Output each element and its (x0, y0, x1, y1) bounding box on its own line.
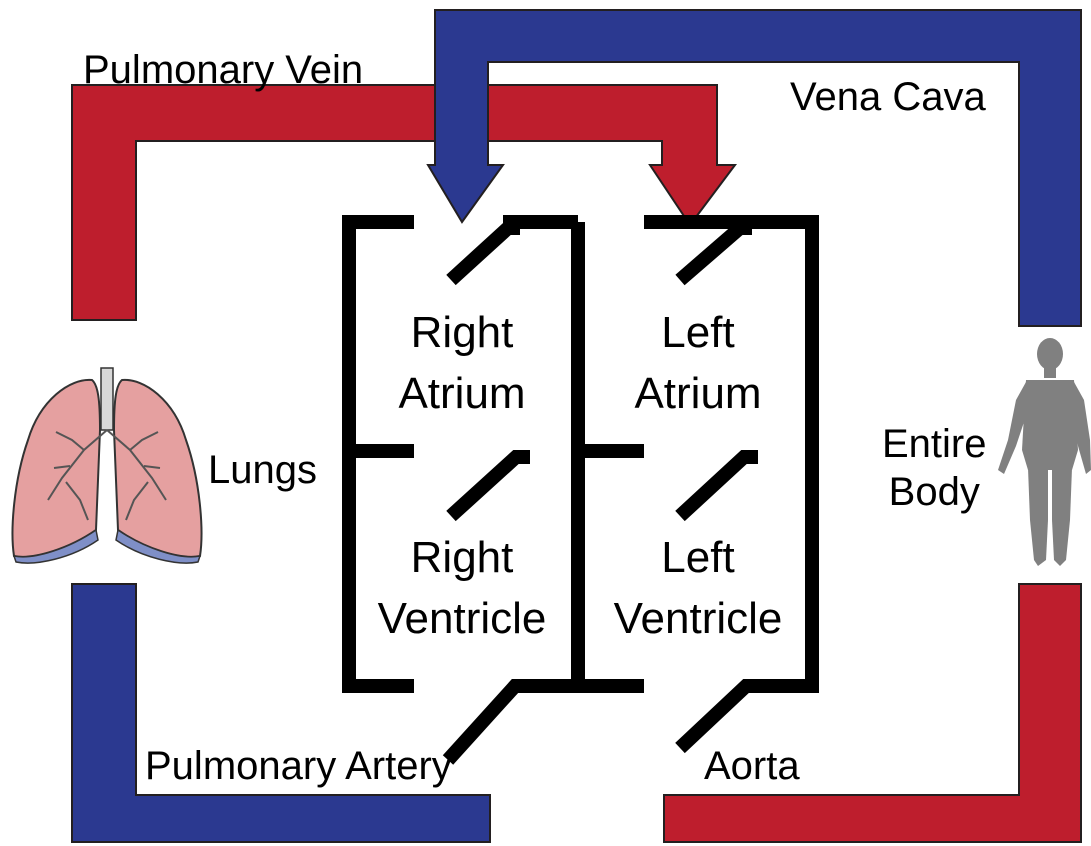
left-ventricle-line1: Left (578, 528, 818, 589)
aortic-valve (680, 686, 760, 748)
tricuspid-valve (451, 457, 530, 516)
tricuspid-inlet-valve (451, 228, 520, 280)
vena-cava-label: Vena Cava (790, 74, 986, 120)
entire-body-line1: Entire (882, 420, 987, 468)
pulmonary-vein-pipe (72, 85, 735, 320)
right-ventricle-line2: Ventricle (342, 589, 582, 650)
lungs-label: Lungs (208, 447, 317, 493)
left-ventricle-line2: Ventricle (578, 589, 818, 650)
aorta-label: Aorta (704, 743, 800, 789)
body-neck (1044, 368, 1056, 378)
left-atrium-line1: Left (578, 303, 818, 364)
pulmonary-artery-label: Pulmonary Artery (145, 743, 452, 789)
right-ventricle-label: Right Ventricle (342, 528, 582, 649)
trachea (101, 368, 113, 430)
pulmonary-vein-label: Pulmonary Vein (83, 47, 363, 93)
body-right-leg (1052, 468, 1072, 566)
left-atrium-label: Left Atrium (578, 303, 818, 424)
right-atrium-line2: Atrium (342, 364, 582, 425)
human-body-icon (998, 338, 1091, 566)
entire-body-label: Entire Body (882, 420, 987, 516)
right-ventricle-line1: Right (342, 528, 582, 589)
mitral-inlet-valve (680, 228, 752, 280)
vena-cava-pipe (428, 10, 1081, 326)
body-left-leg (1028, 468, 1048, 566)
body-head (1037, 338, 1063, 370)
pulmonary-valve (448, 686, 530, 760)
right-atrium-line1: Right (342, 303, 582, 364)
mitral-valve (680, 457, 758, 516)
left-ventricle-label: Left Ventricle (578, 528, 818, 649)
body-torso (1022, 380, 1078, 470)
entire-body-line2: Body (882, 468, 987, 516)
left-atrium-line2: Atrium (578, 364, 818, 425)
right-atrium-label: Right Atrium (342, 303, 582, 424)
lungs-icon (13, 368, 202, 563)
